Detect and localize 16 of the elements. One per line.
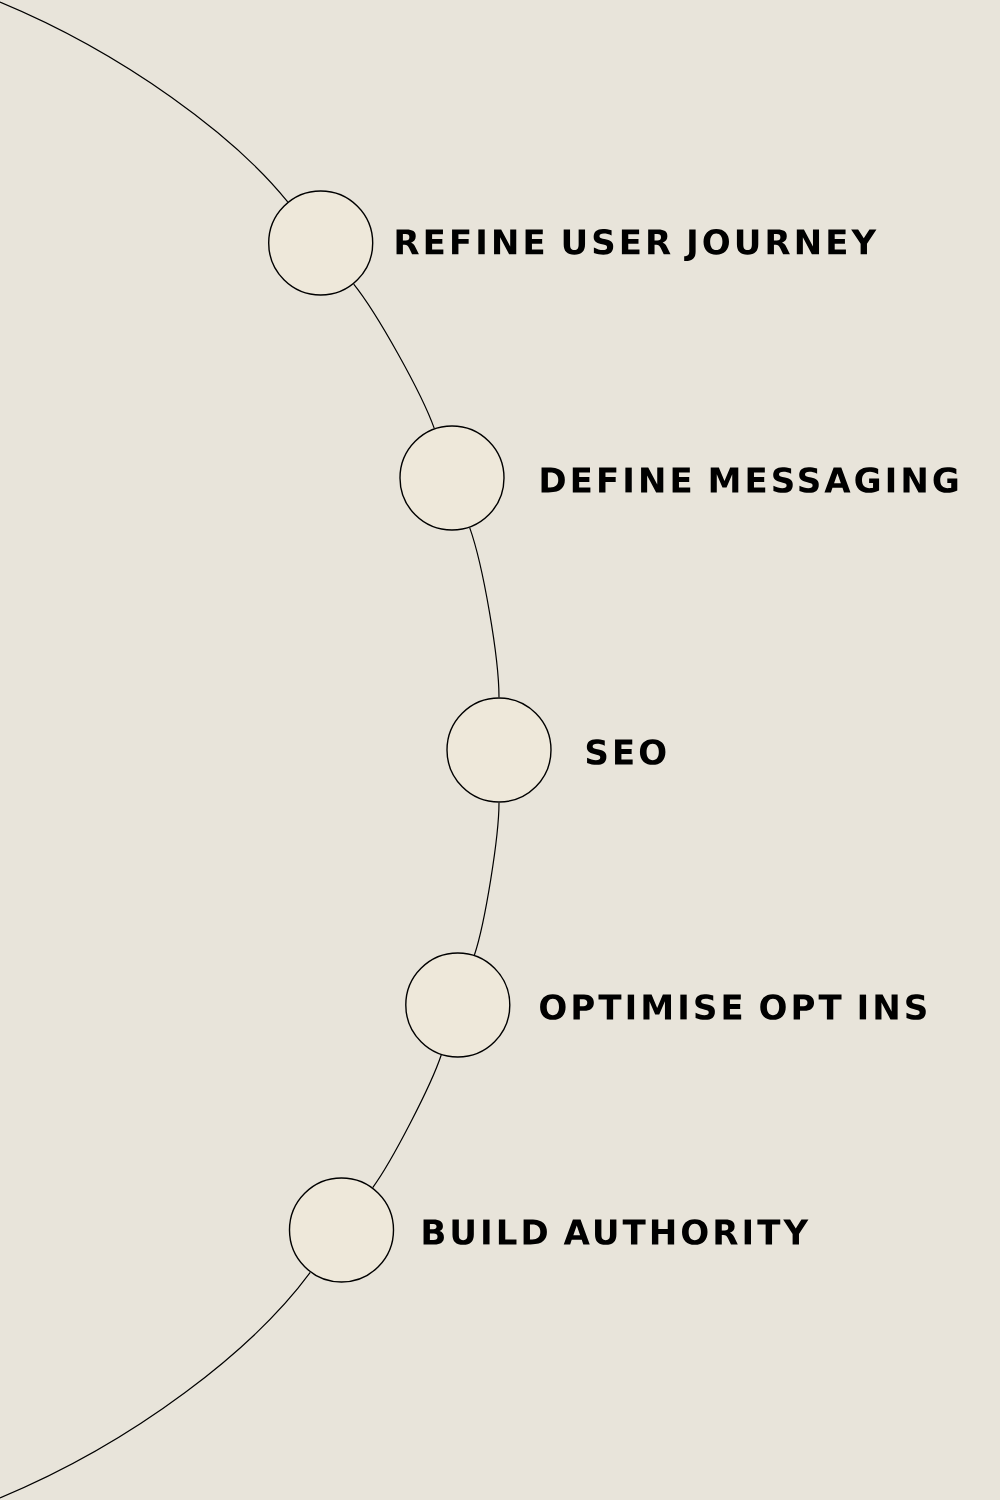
- step-label: OPTIMISE OPT INS: [540, 994, 926, 1020]
- connector-arc: [473, 802, 500, 956]
- connector-arc: [469, 527, 500, 698]
- step-label: SEO: [586, 739, 666, 765]
- step-label: REFINE USER JOURNEY: [396, 229, 877, 262]
- step-label: DEFINE MESSAGING: [541, 467, 958, 493]
- step-circle: [405, 952, 511, 1058]
- connector-arc: [0, 1, 289, 203]
- step-circle: [446, 697, 552, 803]
- step-circle: [288, 1177, 395, 1283]
- connector-arc: [353, 283, 435, 429]
- connector-arc: [0, 1271, 311, 1499]
- step-label: BUILD AUTHORITY: [423, 1219, 809, 1245]
- step-circle: [268, 190, 374, 296]
- step-circle: [399, 425, 505, 531]
- connector-arc: [372, 1054, 442, 1189]
